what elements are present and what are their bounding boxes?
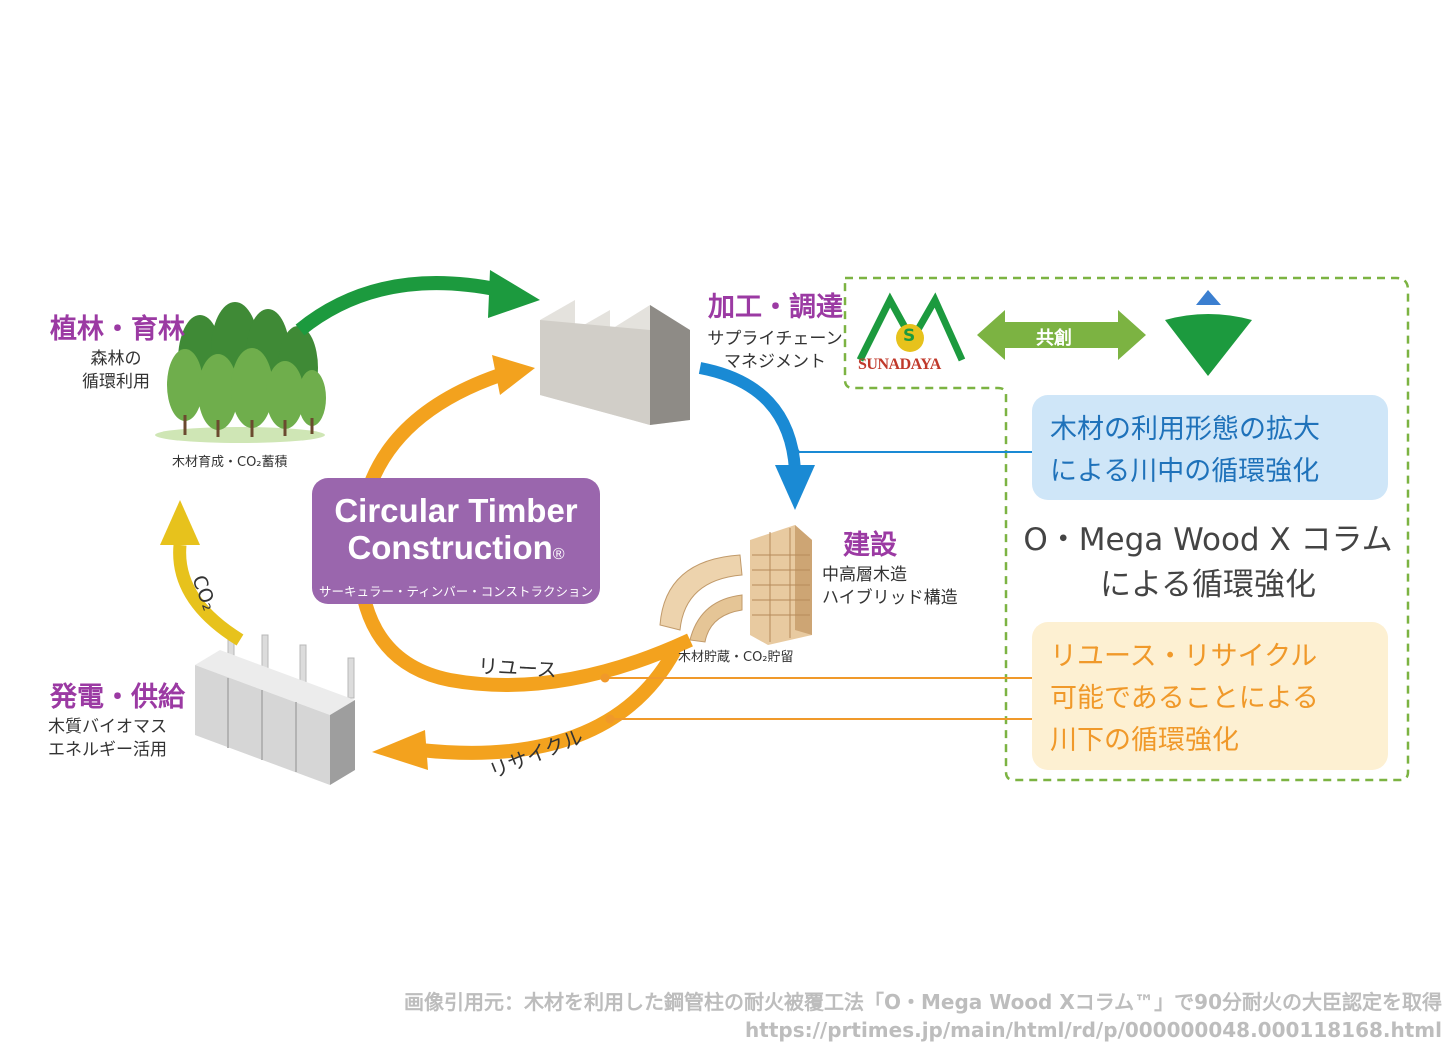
construction-sub-line1: 中高層木造 [822, 565, 907, 585]
omega-wood-line2: による循環強化 [1099, 567, 1317, 603]
downstream-line3: 川下の循環強化 [1050, 725, 1239, 756]
construction-sub-line2: ハイブリッド構造 [822, 587, 958, 608]
power-stage-sub: 木質バイオマス エネルギー活用 [48, 716, 167, 762]
ctc-title-line2-wrap: Construction® [312, 529, 600, 573]
ctc-title-line2: Construction [347, 529, 553, 566]
circular-timber-construction-box: Circular Timber Construction® サーキュラー・ティン… [312, 478, 600, 604]
power-plant-illustration [195, 629, 355, 785]
cocreation-double-arrow [977, 310, 1146, 360]
sunadaya-logo-text: SUNADAYA [858, 356, 941, 373]
downstream-line1: リユース・リサイクル [1050, 641, 1318, 672]
blue-flow-arrow [698, 362, 801, 471]
power-stage-title: 発電・供給 [50, 682, 185, 713]
green-flow-arrow [295, 276, 502, 336]
factory-illustration [540, 300, 690, 425]
cocreation-label: 共創 [1036, 328, 1072, 349]
downstream-text: リユース・リサイクル 可能であることによる 川下の循環強化 [1032, 622, 1388, 762]
green-arrowhead [488, 270, 540, 318]
downstream-box: リユース・リサイクル 可能であることによる 川下の循環強化 [1032, 622, 1388, 770]
partner-logo-icon [1165, 290, 1252, 376]
ctc-subtitle: サーキュラー・ティンバー・コンストラクション [318, 584, 593, 599]
construction-stage-sub: 中高層木造 ハイブリッド構造 [822, 564, 958, 610]
midstream-box: 木材の利用形態の拡大 による川中の循環強化 [1032, 395, 1388, 500]
construction-illustration [659, 525, 812, 645]
ctc-title-line1: Circular Timber [334, 492, 578, 529]
processing-stage-sub: サプライチェーン マネジメント [700, 328, 850, 374]
power-sub-line2: エネルギー活用 [48, 739, 167, 760]
downstream-line2: 可能であることによる [1050, 683, 1319, 714]
source-url: https://prtimes.jp/main/html/rd/p/000000… [745, 1018, 1442, 1042]
orange-reuse-arrowhead [492, 355, 535, 395]
orange-recycle-arrowhead [372, 730, 428, 770]
orange-reuse-arrow [352, 368, 693, 692]
ctc-registered-mark: ® [552, 546, 565, 563]
power-sub-line1: 木質バイオマス [48, 717, 167, 737]
omega-wood-line1: O・Mega Wood X コラム [1023, 522, 1393, 558]
forest-stage-title: 植林・育林 [50, 314, 185, 345]
forest-illustration [155, 302, 326, 443]
midstream-text: 木材の利用形態の拡大 による川中の循環強化 [1032, 395, 1388, 493]
construction-caption: 木材貯蔵・CO₂貯留 [678, 650, 794, 665]
construction-stage-title: 建設 [843, 530, 897, 561]
forest-sub-line1: 森林の [90, 349, 142, 369]
midstream-line2: による川中の循環強化 [1050, 456, 1320, 487]
midstream-line1: 木材の利用形態の拡大 [1050, 414, 1320, 445]
omega-wood-heading: O・Mega Wood X コラム による循環強化 [1008, 518, 1408, 608]
yellow-co2-arrow [173, 544, 244, 646]
blue-arrowhead [775, 465, 815, 510]
reuse-label: リユース [477, 653, 558, 683]
source-caption: 画像引用元：木材を利用した鋼管柱の耐火被覆工法「O・Mega Wood Xコラム… [403, 990, 1442, 1014]
sunadaya-logo-letter: S [903, 326, 916, 346]
processing-stage-title: 加工・調達 [708, 292, 843, 323]
yellow-arrowhead [160, 500, 200, 545]
processing-sub-line2: マネジメント [724, 351, 826, 372]
forest-caption: 木材育成・CO₂蓄積 [172, 455, 288, 470]
cocreation-panel-border [843, 276, 1410, 782]
processing-sub-line1: サプライチェーン [707, 329, 843, 349]
ctc-title: Circular Timber Construction® [312, 478, 600, 573]
sunadaya-logo-icon [856, 292, 966, 362]
forest-sub-line2: 循環利用 [82, 371, 150, 392]
forest-stage-sub: 森林の 循環利用 [82, 348, 150, 394]
